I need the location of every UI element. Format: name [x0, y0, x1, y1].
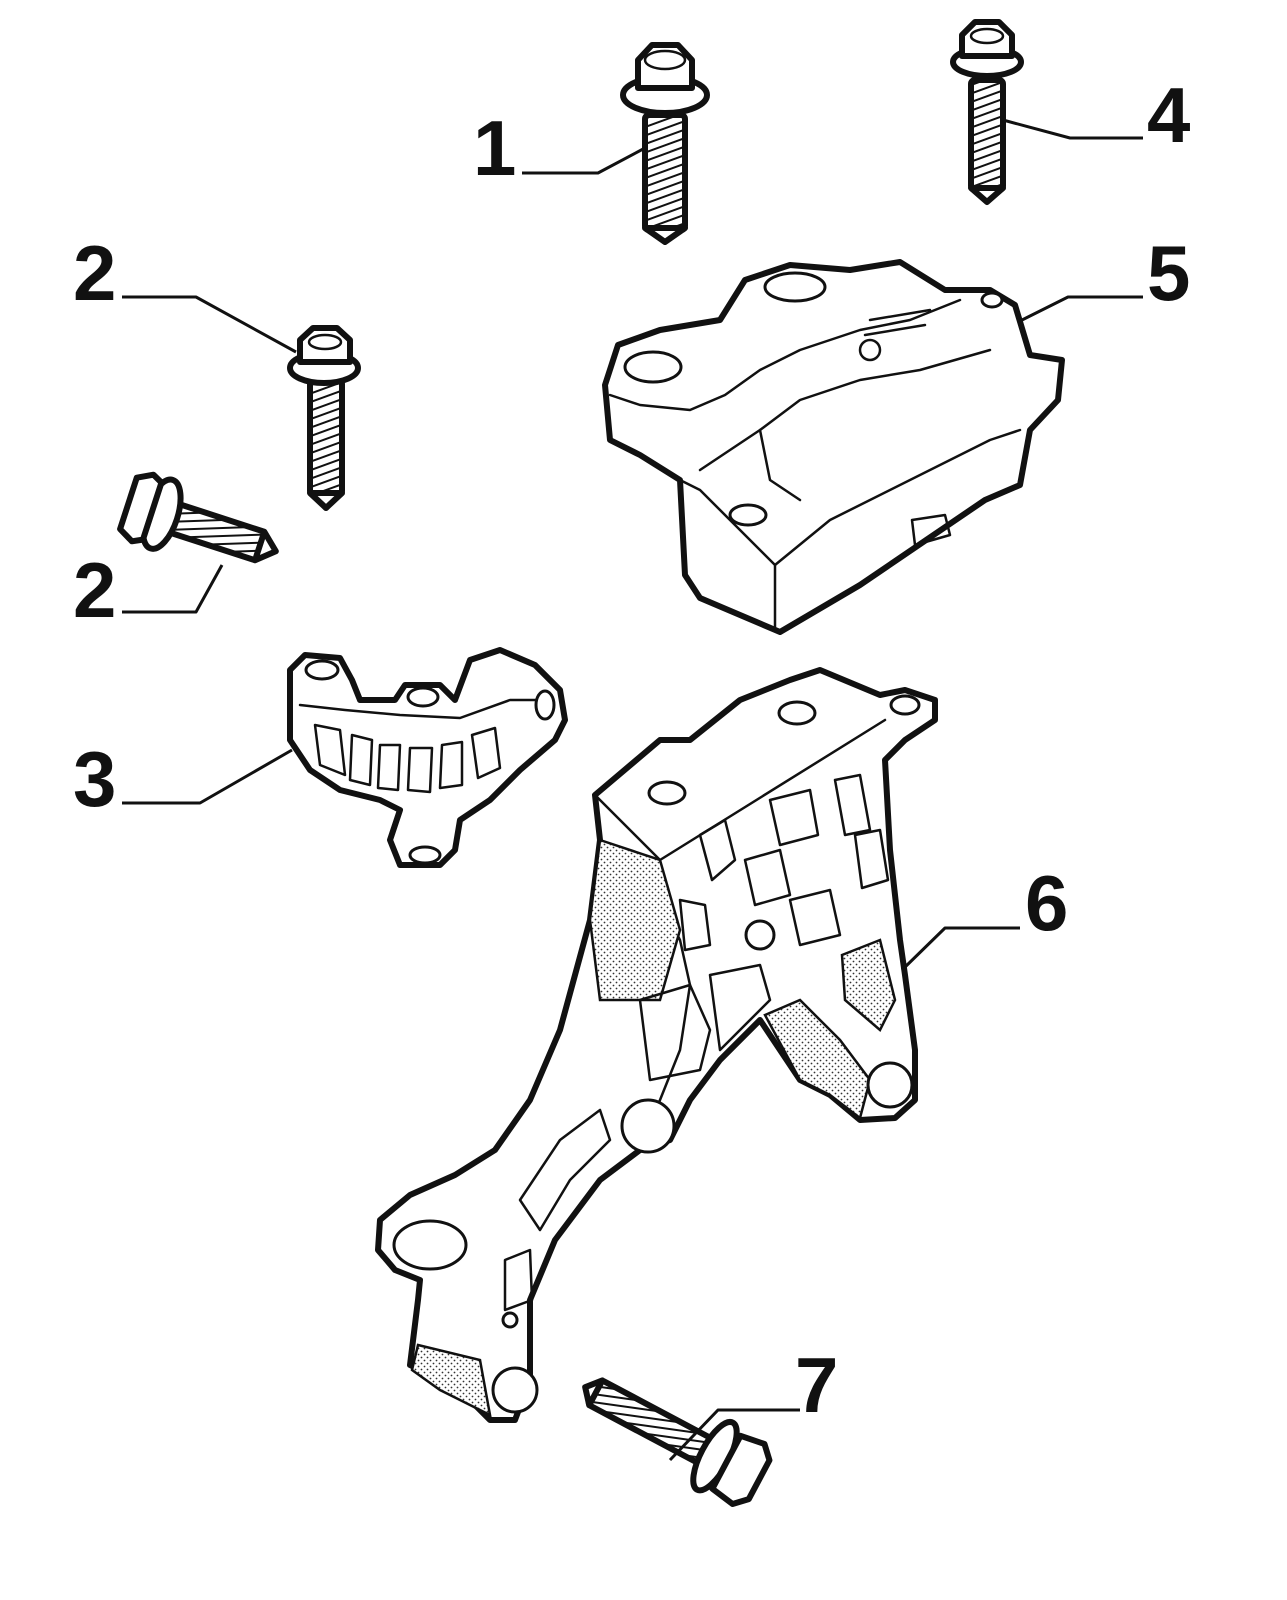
bolt-7-icon	[582, 1377, 773, 1508]
leader-1	[522, 146, 646, 175]
leader-5	[1021, 295, 1143, 322]
leader-2a	[122, 295, 297, 354]
support-bracket-icon	[375, 667, 938, 1423]
callout-1: 1	[473, 104, 516, 192]
leader-3	[122, 748, 293, 805]
leader-lines	[122, 118, 1143, 1462]
callout-5: 5	[1147, 229, 1190, 317]
bolt-4-icon	[950, 19, 1024, 205]
bracket-icon	[287, 647, 568, 868]
callout-6: 6	[1025, 859, 1068, 947]
callout-numbers: 1 2 2 3 4 5 6 7	[73, 71, 1190, 1429]
callout-2-upper: 2	[73, 229, 116, 317]
callout-7: 7	[795, 1341, 838, 1429]
bolt-2-lower-icon	[117, 471, 279, 564]
engine-mount-icon	[602, 259, 1065, 635]
leader-4	[1002, 118, 1143, 140]
bolt-2-upper-icon	[287, 325, 361, 511]
leader-2b	[122, 564, 224, 614]
callout-2-lower: 2	[73, 546, 116, 634]
leader-7	[668, 1408, 800, 1462]
callout-4: 4	[1147, 71, 1190, 159]
callout-3: 3	[73, 735, 116, 823]
part-label-markings	[858, 308, 932, 362]
leader-6	[900, 926, 1020, 972]
bolt-1-icon	[620, 42, 710, 245]
